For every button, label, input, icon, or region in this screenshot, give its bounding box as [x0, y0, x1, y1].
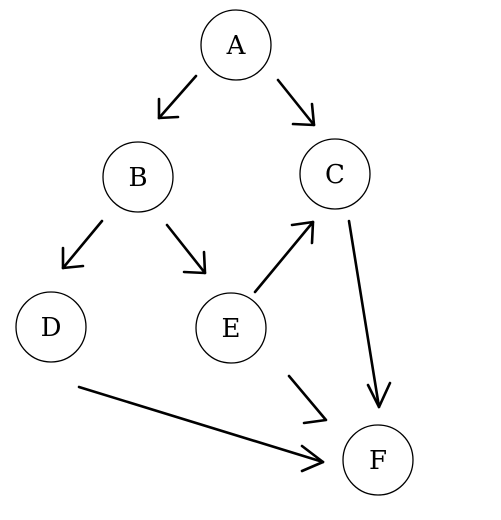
edge-a-to-b	[157, 74, 198, 120]
edge-e-to-f	[287, 374, 328, 425]
node-c-label: C	[325, 160, 345, 190]
nodes: A B C D E F	[15, 9, 414, 496]
node-f[interactable]: F	[342, 424, 414, 496]
edge-b-to-d	[61, 219, 104, 270]
node-d[interactable]: D	[15, 291, 87, 363]
node-a-label: A	[226, 31, 247, 61]
node-f-label: F	[369, 446, 387, 476]
node-d-label: D	[41, 313, 62, 343]
edge-b-to-e	[165, 223, 207, 275]
node-b-label: B	[128, 163, 147, 193]
edge-e-to-c	[253, 220, 315, 294]
edges	[61, 74, 392, 473]
edge-c-to-f	[347, 219, 392, 409]
node-e-label: E	[222, 314, 241, 344]
edge-d-to-f	[77, 385, 325, 473]
node-e[interactable]: E	[195, 292, 267, 364]
node-c[interactable]: C	[299, 138, 371, 210]
node-a[interactable]: A	[200, 9, 272, 81]
node-b[interactable]: B	[102, 141, 174, 213]
edge-a-to-c	[276, 78, 316, 127]
